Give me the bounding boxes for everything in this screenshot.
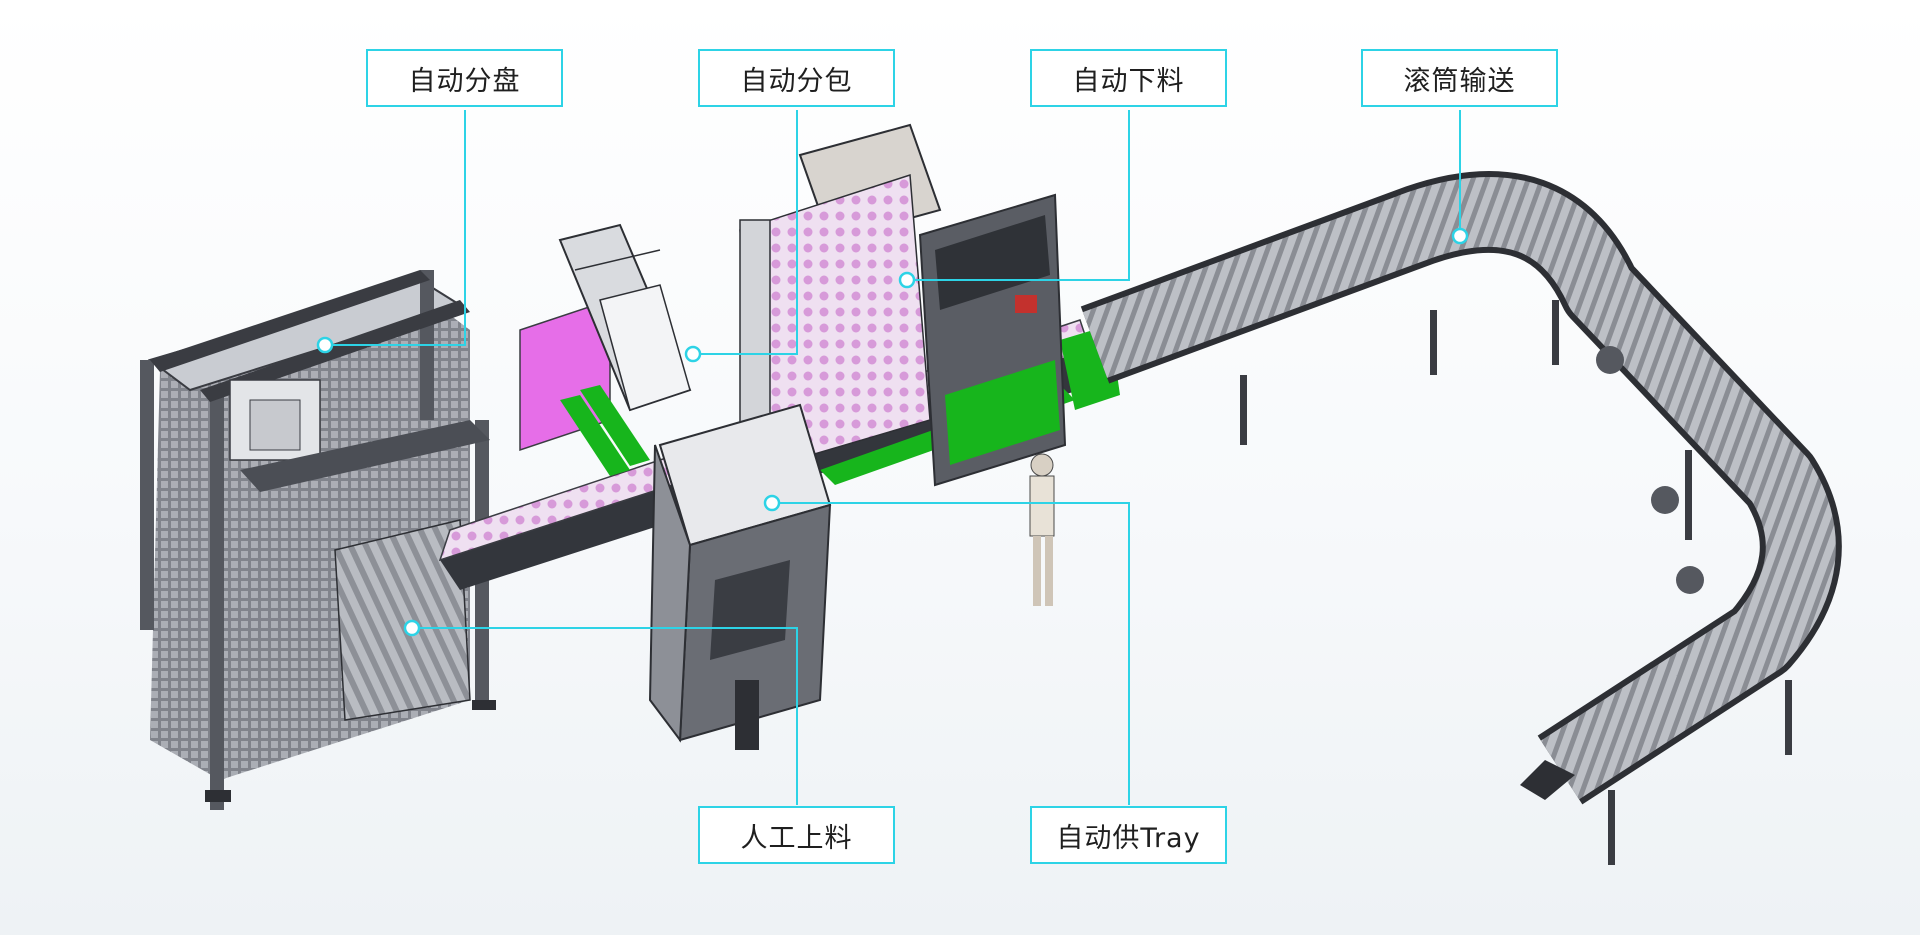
- label-auto-supply-tray: 自动供Tray: [1030, 806, 1227, 864]
- label-auto-split-tray: 自动分盘: [366, 49, 563, 107]
- leader-auto-split-tray: [325, 110, 466, 346]
- roller-conveyor-track: [1080, 171, 1842, 865]
- anchor-roller-conveyor: [1451, 227, 1469, 245]
- anchor-auto-split-pack: [684, 345, 702, 363]
- leader-auto-unload: [907, 110, 1130, 281]
- leader-auto-split-pack: [693, 110, 798, 355]
- callout-leaders: [325, 110, 1461, 805]
- anchor-manual-load: [403, 619, 421, 637]
- leader-manual-load: [412, 627, 798, 805]
- unloading-tower: [739, 123, 1067, 487]
- pack-splitter-unit: [558, 223, 692, 412]
- anchor-auto-supply-tray: [763, 494, 781, 512]
- anchor-auto-split-tray: [316, 336, 334, 354]
- callout-anchors: [316, 227, 1469, 637]
- label-manual-load: 人工上料: [698, 806, 895, 864]
- operator-figure: [1029, 453, 1055, 606]
- anchor-auto-unload: [898, 271, 916, 289]
- tray-splitter-frame: [140, 270, 496, 810]
- leader-auto-supply-tray: [772, 502, 1130, 805]
- label-auto-split-pack: 自动分包: [698, 49, 895, 107]
- tray-supply-cabinet: [648, 403, 832, 750]
- label-auto-unload: 自动下料: [1030, 49, 1227, 107]
- label-roller-conveyor: 滚筒输送: [1361, 49, 1558, 107]
